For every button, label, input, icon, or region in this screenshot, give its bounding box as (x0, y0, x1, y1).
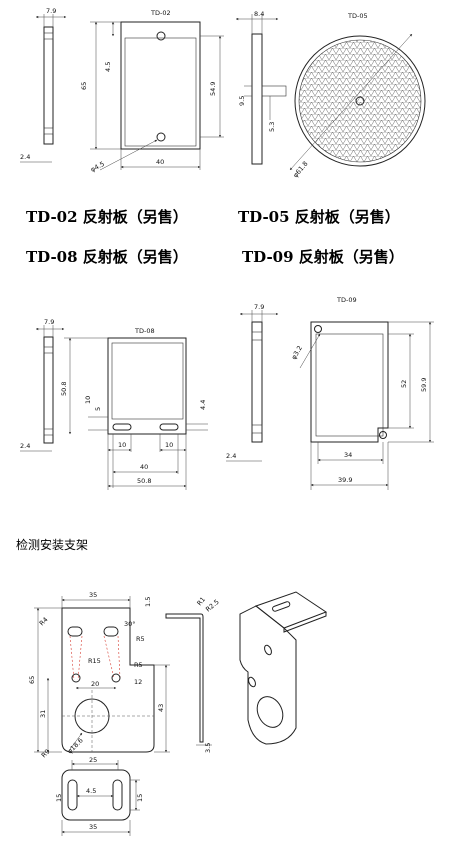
bracket-bottom-slot-right (112, 779, 123, 811)
bracket-dim-r4: R4 (38, 616, 50, 628)
td09-hole-bottom (379, 431, 387, 439)
td09-dim-thickness: 7.9 (254, 303, 264, 311)
td05-dim-thickness: 8.4 (254, 10, 264, 18)
bracket-dim-r5-mid: R5 (134, 661, 143, 669)
bracket-3d-hole-b (248, 676, 256, 688)
td05-prism-grid (299, 40, 421, 162)
bracket-outline (61, 607, 155, 753)
td09-dim-hole-span: 34 (344, 451, 352, 459)
bracket-bottom-dim-pitch: 25 (89, 756, 97, 764)
caption-td08: TD-08 反射板（另售） (26, 248, 188, 266)
td02-dim-hole-pitch: 54.9 (209, 82, 217, 96)
td09-dim-height: 59.9 (420, 378, 428, 392)
td02-dim-edge: 2.4 (20, 153, 30, 161)
bracket-bottom-dim-width: 35 (89, 823, 97, 831)
td09-dim-hole-dia: φ3.2 (290, 344, 304, 361)
bracket-dim-large-hole: φ18.6 (66, 736, 85, 755)
bracket-dim-hole-offset: 12 (134, 678, 142, 686)
td09-dim-hole-pitch: 52 (400, 380, 408, 388)
bracket-hole-right (111, 673, 121, 683)
td09-dim-width: 39.9 (338, 476, 352, 484)
bracket-side-view: 3.5 (165, 613, 212, 753)
caption-td02: TD-02 反射板（另售） (26, 208, 188, 226)
td08-dim-height: 50.8 (60, 382, 68, 396)
td05-label: TD-05 (347, 12, 368, 20)
bracket-3d-top-plate (254, 591, 328, 629)
bracket-3d-view (239, 591, 328, 745)
td09-drawing: 7.9 2.4 TD-09 φ3.2 52 59.9 34 39.9 (226, 296, 434, 490)
bracket-3d-large-hole (256, 696, 284, 728)
td05-dim-boss-len: 5.3 (268, 122, 276, 132)
bracket-slot-right (103, 626, 119, 637)
td08-dim-slot-pos: 5 (94, 407, 102, 411)
bracket-flat-view: 35 1.5 R1 R2.5 R4 30° R5 R15 R5 20 12 65… (28, 591, 221, 759)
td02-dim-hole-dia: φ4.5 (89, 160, 106, 174)
td08-dim-slot-width: 4.4 (199, 400, 207, 410)
bracket-dim-height: 65 (28, 676, 36, 684)
td05-drawing: 8.4 9.5 5.3 TD-05 φ61.8 (235, 10, 426, 180)
td02-hole-top (156, 31, 166, 41)
bracket-dim-top-width: 35 (89, 591, 97, 599)
td08-dim-edge: 2.4 (20, 442, 30, 450)
bracket-dim-hole-height: 31 (39, 710, 47, 718)
td02-prism-grid (124, 37, 197, 147)
bracket-dim-r1: R1 (195, 596, 207, 608)
bracket-dim-thickness: 1.5 (144, 597, 152, 607)
bracket-bottom-dim-slot-len-left: 15 (55, 794, 63, 802)
td08-slot-right (159, 423, 179, 431)
bracket-dim-lower-height: 43 (157, 704, 165, 712)
bracket-dim-r9: R9 (40, 748, 52, 760)
bracket-section-title: 检测安装支架 (16, 538, 89, 552)
td08-dim-thickness: 7.9 (44, 318, 54, 326)
bracket-dim-hole-pitch: 20 (91, 680, 99, 688)
td08-dim-slot-pitch: 40 (140, 463, 148, 471)
td02-dim-thickness: 7.9 (46, 7, 56, 15)
bracket-bottom-view: 25 4.5 15 15 35 (55, 756, 144, 836)
td09-label: TD-09 (336, 296, 357, 304)
bracket-dim-r15: R15 (88, 657, 101, 665)
bracket-bottom-slot-left (67, 779, 78, 811)
td09-dim-edge: 2.4 (226, 452, 236, 460)
td09-side-view (251, 321, 263, 443)
td08-dim-width: 50.8 (137, 477, 151, 485)
td02-dim-height: 65 (80, 82, 88, 90)
bracket-bottom-dim-slot-len-right: 15 (136, 794, 144, 802)
caption-td05: TD-05 反射板（另售） (238, 208, 400, 226)
td08-label: TD-08 (134, 327, 155, 335)
bracket-bottom-plate (61, 769, 131, 821)
td02-side-view (43, 26, 54, 145)
bracket-3d-slot-top (272, 601, 291, 612)
td02-hole-bottom (156, 132, 166, 142)
td02-reflector-body (120, 21, 201, 150)
td08-dim-slot-left: 10 (118, 441, 126, 449)
td08-dim-slot-right: 10 (165, 441, 173, 449)
td08-dim-slot-height: 10 (84, 396, 92, 404)
bracket-bottom-dim-slot-width: 4.5 (86, 787, 96, 795)
bracket-dim-r5-top: R5 (136, 635, 145, 643)
bracket-profile (165, 613, 204, 743)
td08-reflector-body (107, 337, 187, 435)
td02-label: TD-02 (150, 9, 171, 17)
td05-dim-dia: φ61.8 (291, 160, 309, 180)
td02-dim-width: 40 (156, 158, 164, 166)
td08-slot-left (112, 423, 132, 431)
td08-drawing: 7.9 2.4 TD-08 50.8 10 5 4.4 10 10 40 50.… (20, 318, 208, 490)
td02-dim-hole-offset: 4.5 (104, 62, 112, 72)
bracket-dim-r25: R2.5 (204, 598, 221, 614)
td09-prism-grid (315, 333, 384, 437)
bracket-3d-hole-a (264, 644, 272, 656)
caption-td09: TD-09 反射板（另售） (242, 248, 404, 266)
td05-dim-boss: 9.5 (238, 96, 246, 106)
bracket-dim-angle: 30° (124, 620, 136, 628)
bracket-dim-lip: 3.5 (204, 743, 212, 753)
td08-prism-grid (111, 342, 184, 420)
td02-drawing: 7.9 2.4 TD-02 65 4.5 54.9 40 φ4.5 (20, 7, 224, 174)
bracket-3d-vertical-plate (239, 605, 297, 745)
td05-side-view (251, 33, 263, 165)
td09-reflector-body (310, 321, 389, 443)
bracket-slot-left (67, 626, 83, 637)
td08-side-view (43, 336, 54, 444)
td09-hole-top (314, 325, 322, 333)
bracket-hole-left (71, 673, 81, 683)
